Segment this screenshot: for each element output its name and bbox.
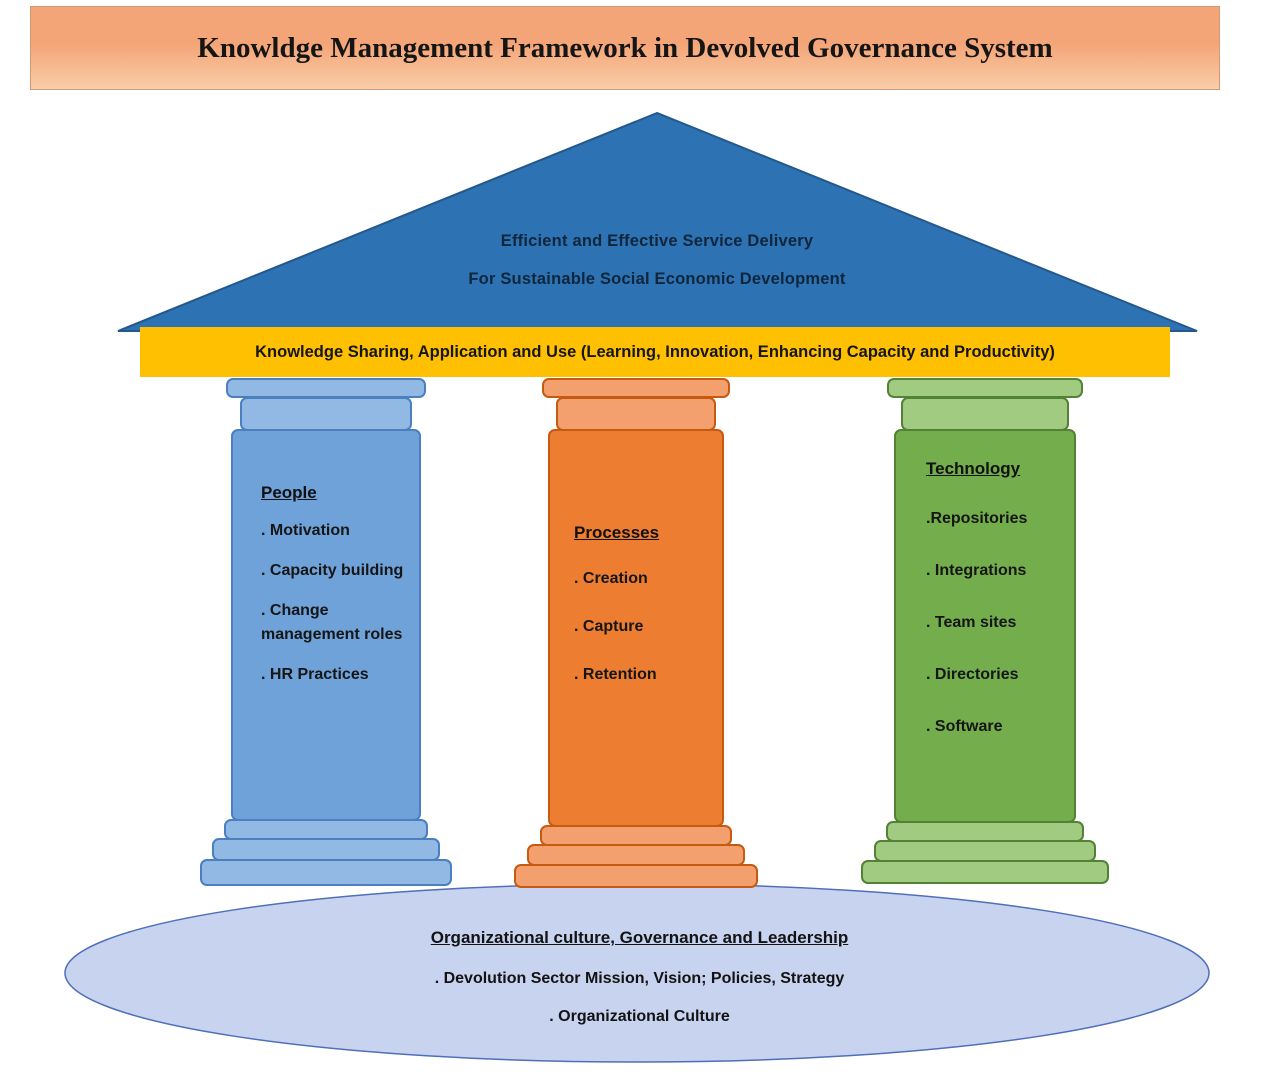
pillar-processes-heading: Processes [574, 523, 660, 542]
pillar-technology: Technology .Repositories . Integrations … [861, 378, 1109, 888]
pillar-shaft: Technology .Repositories . Integrations … [894, 429, 1076, 823]
pillar-cap [556, 397, 716, 431]
pillar-technology-heading: Technology [926, 459, 1021, 478]
pillar-base [514, 864, 758, 888]
pillar-people-item: . HR Practices [261, 666, 369, 683]
pillar-base [200, 859, 452, 886]
knowledge-sharing-beam: Knowledge Sharing, Application and Use (… [140, 327, 1170, 377]
pillar-processes-item: . Capture [574, 618, 644, 635]
pillar-processes: Processes . Creation . Capture . Retenti… [514, 378, 758, 890]
pillar-people-heading: People [261, 483, 317, 502]
pillar-base [540, 825, 732, 846]
pillar-people-item: . Change management roles [261, 602, 403, 643]
roof-text-line2: For Sustainable Social Economic Developm… [468, 270, 846, 288]
pillar-technology-item: . Team sites [926, 614, 1017, 631]
pillar-people-item: . Capacity building [261, 562, 404, 579]
roof-text-line1: Efficient and Effective Service Delivery [500, 232, 814, 250]
platform-heading: Organizational culture, Governance and L… [430, 928, 849, 947]
pillar-technology-item: .Repositories [926, 510, 1028, 527]
pillar-cap [901, 397, 1069, 431]
pillar-base [527, 844, 745, 866]
pillar-technology-item: . Integrations [926, 562, 1027, 579]
beam-label: Knowledge Sharing, Application and Use (… [255, 342, 1055, 361]
pillar-base [212, 838, 440, 861]
pillar-cap [226, 378, 426, 398]
pillar-people-item: . Motivation [261, 522, 350, 539]
pillar-cap [240, 397, 412, 431]
platform-item: . Organizational Culture [549, 1008, 730, 1025]
pillar-processes-item: . Creation [574, 570, 648, 587]
pillar-technology-item: . Software [926, 718, 1003, 735]
pillar-base [861, 860, 1109, 884]
page-title: Knowldge Management Framework in Devolve… [30, 6, 1220, 90]
roof-triangle [117, 111, 1198, 332]
pillar-base [874, 840, 1096, 862]
pillar-people: People . Motivation . Capacity building … [200, 378, 452, 890]
pillar-base [224, 819, 428, 840]
platform-item: . Devolution Sector Mission, Vision; Pol… [434, 970, 845, 987]
pillar-shaft: People . Motivation . Capacity building … [231, 429, 421, 821]
pillar-base [886, 821, 1084, 842]
pillar-cap [542, 378, 730, 398]
pillar-technology-item: . Directories [926, 666, 1019, 683]
pillar-shaft: Processes . Creation . Capture . Retenti… [548, 429, 724, 827]
pillar-cap [887, 378, 1083, 398]
pillar-processes-item: . Retention [574, 666, 657, 683]
